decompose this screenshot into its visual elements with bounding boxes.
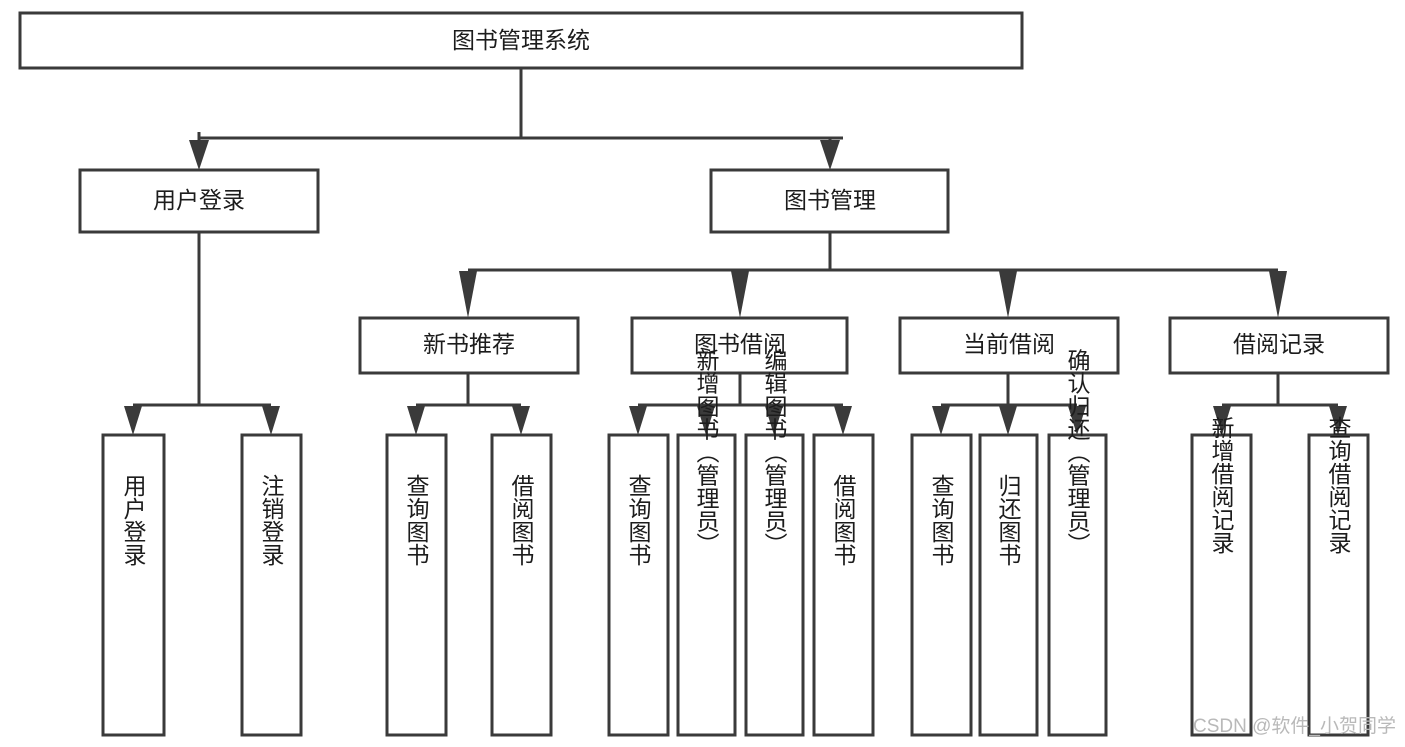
node-leaf-edit-book[interactable]: 编辑图书（管理员） <box>744 349 805 737</box>
connector-group-user-login <box>124 232 280 435</box>
arrow-head-leaf-borrow-book-2 <box>834 406 852 435</box>
connector-group-new-book-rec <box>407 373 530 435</box>
node-box-leaf-query-book-3[interactable] <box>910 433 973 737</box>
node-new-book-rec[interactable]: 新书推荐 <box>358 316 580 375</box>
arrow-head-book-mgmt <box>820 140 840 170</box>
node-label-leaf-confirm-return: 确认归还（管理员） <box>1064 349 1091 556</box>
node-label-leaf-query-book-1: 查询图书 <box>403 474 430 566</box>
node-box-borrow-record[interactable] <box>1168 316 1390 375</box>
connector-group-borrow-record <box>1213 373 1347 435</box>
node-root-system[interactable]: 图书管理系统 <box>18 11 1024 70</box>
arrow-head-user-login <box>189 140 209 170</box>
csdn-watermark: CSDN @软件_小贺同学 <box>1193 715 1396 737</box>
node-leaf-query-record[interactable]: 查询借阅记录 <box>1307 416 1370 737</box>
arrow-head-leaf-edit-book <box>765 406 783 435</box>
node-current-borrow[interactable]: 当前借阅 <box>898 316 1120 375</box>
arrow-head-leaf-query-book-2 <box>629 406 647 435</box>
node-label-leaf-user-login: 用户登录 <box>120 474 147 566</box>
node-label-current-borrow: 当前借阅 <box>963 331 1055 357</box>
arrow-head-leaf-query-book-1 <box>407 406 425 435</box>
node-box-current-borrow[interactable] <box>898 316 1120 375</box>
node-box-leaf-return-book[interactable] <box>978 433 1039 737</box>
node-label-leaf-logout: 注销登录 <box>258 474 285 566</box>
node-leaf-query-book-1[interactable]: 查询图书 <box>385 433 448 737</box>
arrow-head-leaf-query-record <box>1329 406 1347 435</box>
node-box-leaf-edit-book[interactable] <box>744 433 805 737</box>
node-box-leaf-borrow-book-1[interactable] <box>490 433 553 737</box>
node-box-leaf-query-book-2[interactable] <box>607 433 670 737</box>
node-box-leaf-add-book[interactable] <box>676 433 737 737</box>
arrow-head-leaf-add-record <box>1213 406 1231 435</box>
node-label-leaf-borrow-book-1: 借阅图书 <box>508 474 535 566</box>
node-box-leaf-borrow-book-2[interactable] <box>812 433 875 737</box>
node-label-leaf-borrow-book-2: 借阅图书 <box>830 474 857 566</box>
node-book-borrow[interactable]: 图书借阅 <box>630 316 849 375</box>
node-box-leaf-logout[interactable] <box>240 433 303 737</box>
arrow-head-leaf-add-book <box>697 406 715 435</box>
arrow-head-leaf-confirm-return <box>1068 406 1086 435</box>
arrow-head-book-borrow <box>731 271 749 318</box>
arrow-head-borrow-record <box>1269 271 1287 318</box>
node-book-mgmt[interactable]: 图书管理 <box>709 168 950 234</box>
connector-group-root <box>189 68 843 170</box>
node-box-leaf-query-record[interactable] <box>1307 433 1370 737</box>
node-borrow-record[interactable]: 借阅记录 <box>1168 316 1390 375</box>
node-label-leaf-add-record: 新增借阅记录 <box>1208 416 1235 554</box>
node-label-book-borrow: 图书借阅 <box>694 331 786 357</box>
node-label-leaf-query-book-2: 查询图书 <box>625 474 652 566</box>
node-label-root-system: 图书管理系统 <box>452 27 590 53</box>
arrow-head-leaf-logout <box>262 406 280 435</box>
node-label-user-login: 用户登录 <box>153 187 245 213</box>
node-label-leaf-query-book-3: 查询图书 <box>928 474 955 566</box>
node-box-book-borrow[interactable] <box>630 316 849 375</box>
arrow-head-leaf-borrow-book-1 <box>512 406 530 435</box>
arrow-head-leaf-user-login <box>124 406 142 435</box>
node-box-root-system[interactable] <box>18 11 1024 70</box>
node-label-new-book-rec: 新书推荐 <box>423 331 515 357</box>
node-leaf-return-book[interactable]: 归还图书 <box>978 433 1039 737</box>
node-box-book-mgmt[interactable] <box>709 168 950 234</box>
arrow-head-new-book-rec <box>459 271 477 318</box>
node-leaf-add-book[interactable]: 新增图书（管理员） <box>676 349 737 737</box>
node-box-new-book-rec[interactable] <box>358 316 580 375</box>
arrow-head-current-borrow <box>999 271 1017 318</box>
node-user-login[interactable]: 用户登录 <box>78 168 320 234</box>
node-leaf-logout[interactable]: 注销登录 <box>240 433 303 737</box>
node-leaf-confirm-return[interactable]: 确认归还（管理员） <box>1047 349 1108 737</box>
node-label-book-mgmt: 图书管理 <box>784 187 876 213</box>
node-box-leaf-query-book-1[interactable] <box>385 433 448 737</box>
node-label-leaf-add-book: 新增图书（管理员） <box>693 349 720 556</box>
node-leaf-query-book-2[interactable]: 查询图书 <box>607 433 670 737</box>
node-label-leaf-return-book: 归还图书 <box>995 474 1022 566</box>
connector-group-book-mgmt <box>459 232 1287 318</box>
node-box-user-login[interactable] <box>78 168 320 234</box>
node-box-leaf-add-record[interactable] <box>1190 433 1253 737</box>
node-leaf-add-record[interactable]: 新增借阅记录 <box>1190 416 1253 737</box>
node-leaf-user-login[interactable]: 用户登录 <box>101 433 166 737</box>
node-label-leaf-query-record: 查询借阅记录 <box>1325 416 1352 554</box>
connector-group-book-borrow <box>629 373 852 435</box>
arrow-head-leaf-return-book <box>999 406 1017 435</box>
node-box-leaf-user-login[interactable] <box>101 433 166 737</box>
node-box-leaf-confirm-return[interactable] <box>1047 433 1108 737</box>
connector-group-current-borrow <box>932 373 1086 435</box>
node-leaf-borrow-book-1[interactable]: 借阅图书 <box>490 433 553 737</box>
node-leaf-borrow-book-2[interactable]: 借阅图书 <box>812 433 875 737</box>
node-leaf-query-book-3[interactable]: 查询图书 <box>910 433 973 737</box>
arrow-head-leaf-query-book-3 <box>932 406 950 435</box>
node-label-leaf-edit-book: 编辑图书（管理员） <box>761 349 788 556</box>
node-label-borrow-record: 借阅记录 <box>1233 331 1325 357</box>
